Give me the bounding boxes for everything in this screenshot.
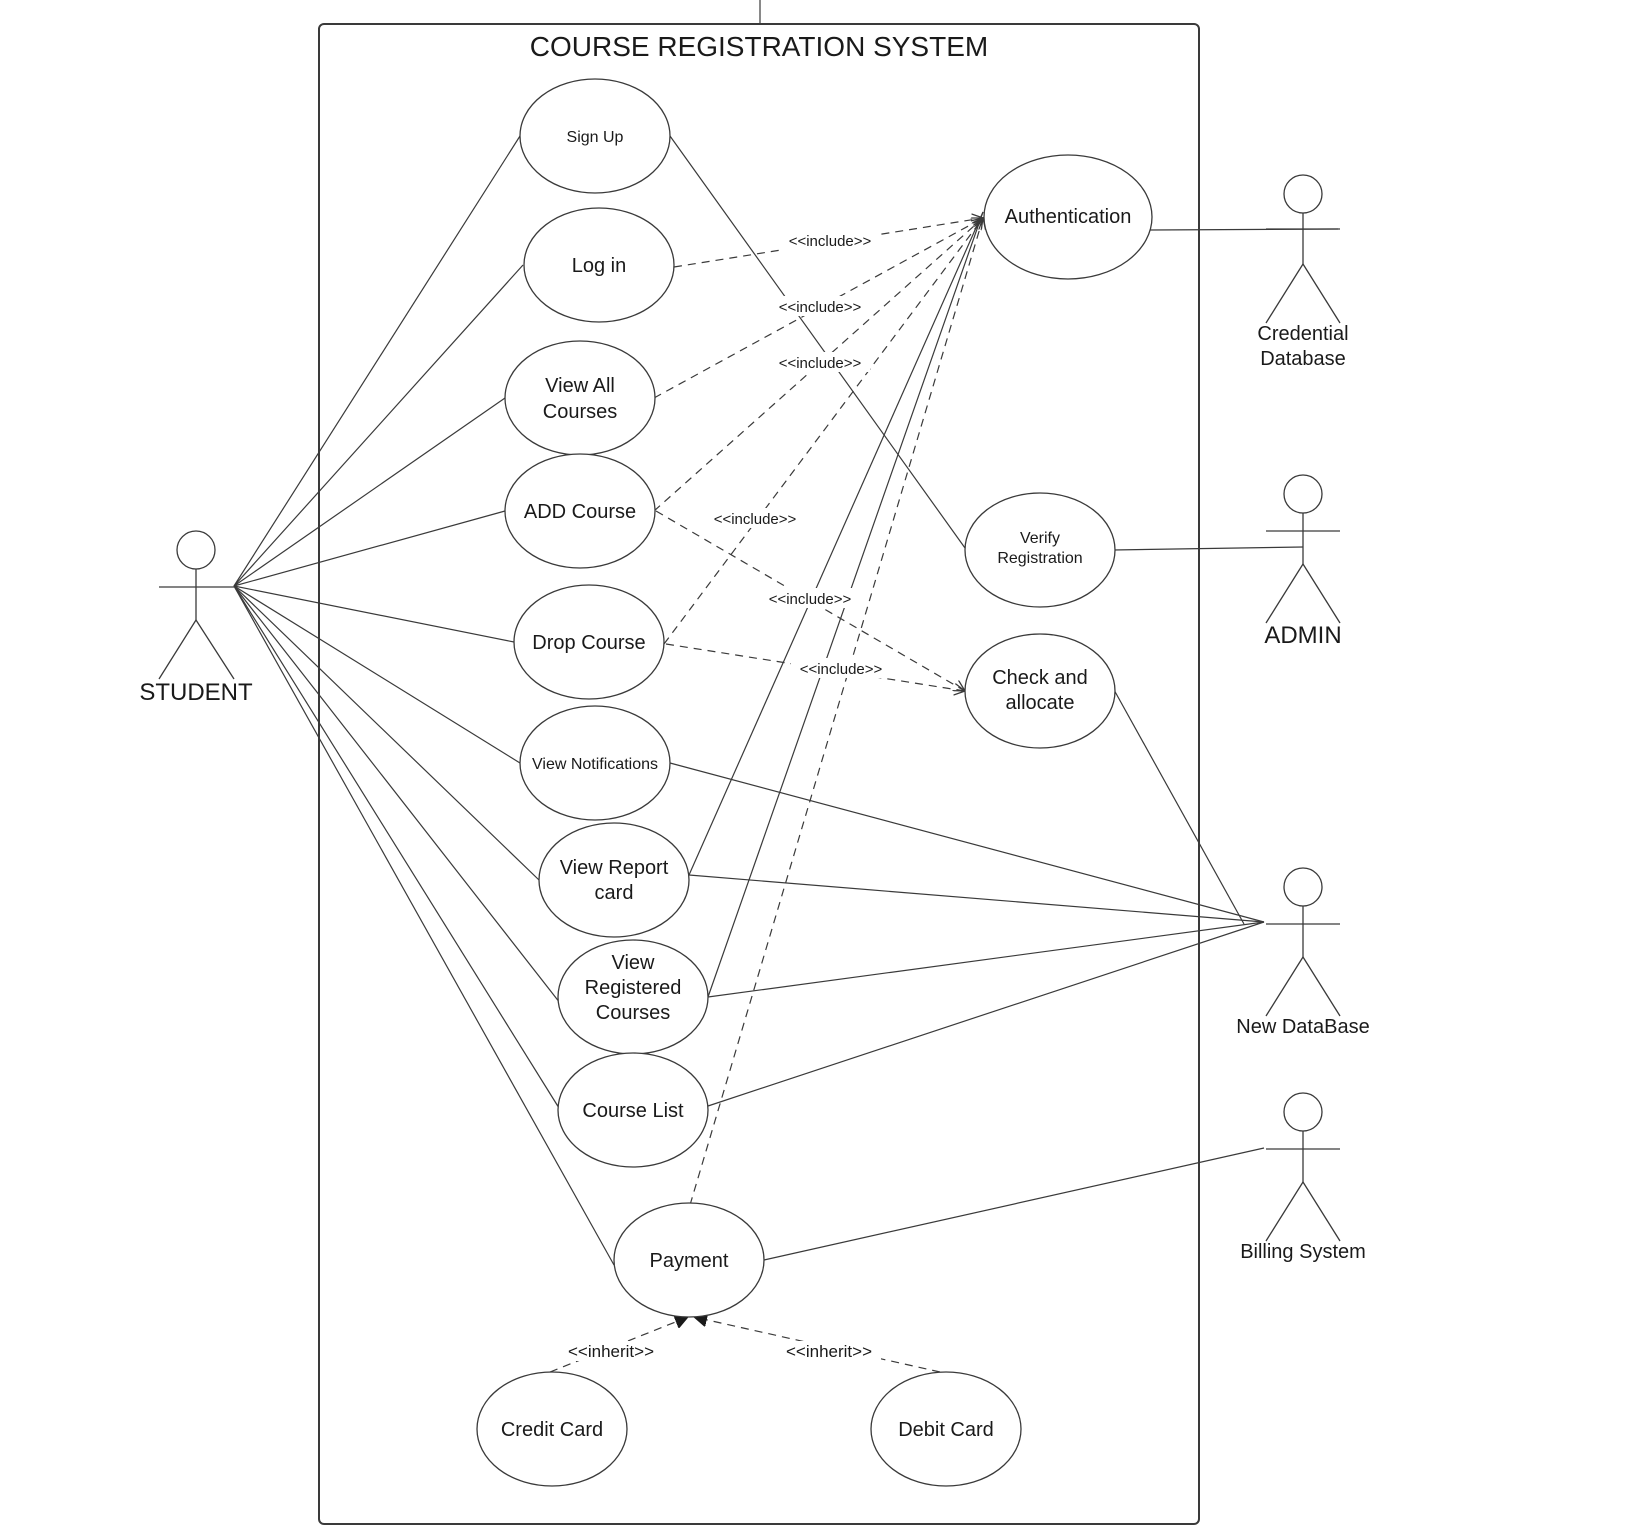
- actor-head: [1283, 474, 1323, 514]
- actor-label: STUDENT: [139, 679, 253, 706]
- actor-label: Billing System: [1240, 1241, 1366, 1263]
- use-case-label-line-2: card: [595, 882, 634, 904]
- inherit-label-debit-card: <<inherit>>: [786, 1342, 872, 1361]
- actor-student[interactable]: STUDENT: [139, 530, 253, 706]
- use-case-label: ADD Course: [524, 501, 636, 523]
- use-case-payment[interactable]: Payment: [613, 1202, 765, 1318]
- use-case-check-allocate[interactable]: Check and allocate: [964, 633, 1116, 749]
- actor-head: [1283, 174, 1323, 214]
- assoc-student-sign-up: [233, 135, 521, 587]
- assoc-view-registered-courses-new-db: [707, 921, 1265, 998]
- include-label-log-in: <<include>>: [789, 233, 872, 250]
- actor-head: [1283, 1092, 1323, 1132]
- actor-label: New DataBase: [1236, 1016, 1369, 1038]
- use-case-label-line-1: View: [612, 952, 656, 974]
- system-title: COURSE REGISTRATION SYSTEM: [530, 31, 988, 62]
- use-case-view-notifications[interactable]: View Notifications: [519, 705, 671, 821]
- use-case-label: Payment: [650, 1250, 729, 1272]
- use-case-add-course[interactable]: ADD Course: [504, 453, 656, 569]
- include-label-add-course: <<include>>: [779, 355, 862, 372]
- use-case-label: Log in: [572, 255, 627, 277]
- actor-head: [1283, 867, 1323, 907]
- use-case-drop-course[interactable]: Drop Course: [513, 584, 665, 700]
- stereotype-labels: <<include>> <<include>> <<include>> <<in…: [561, 230, 891, 1361]
- use-case-view-report-card[interactable]: View Report card: [538, 822, 690, 938]
- assoc-student-view-report-card: [233, 585, 540, 881]
- include-label-view-all-courses: <<include>>: [779, 299, 862, 316]
- use-case-label-line-2: allocate: [1006, 692, 1075, 714]
- use-case-label: Debit Card: [898, 1419, 994, 1441]
- use-case-label: Course List: [582, 1100, 684, 1122]
- use-case-log-in[interactable]: Log in: [523, 207, 675, 323]
- use-case-label-line-2: Registration: [997, 550, 1082, 567]
- actor-credential-database[interactable]: Credential Database: [1257, 174, 1349, 370]
- use-case-label: Drop Course: [532, 632, 645, 654]
- assoc-view-notifications-new-db: [669, 762, 1265, 923]
- assoc-student-add-course: [233, 510, 506, 587]
- use-case-label: Authentication: [1005, 206, 1132, 228]
- actor-label: ADMIN: [1264, 622, 1341, 649]
- use-case-course-list[interactable]: Course List: [557, 1052, 709, 1168]
- use-case-verify-registration[interactable]: Verify Registration: [964, 492, 1116, 608]
- use-case-view-registered-courses[interactable]: View Registered Courses: [557, 939, 709, 1055]
- assoc-student-course-list: [233, 585, 560, 1109]
- include-add-course-check-allocate: [655, 510, 965, 691]
- assoc-payment-billing-system: [763, 1147, 1265, 1261]
- assoc-student-log-in: [233, 264, 524, 587]
- use-case-label-line-3: Courses: [596, 1002, 670, 1024]
- student-associations: [233, 135, 615, 1266]
- include-add-course-authentication: [653, 218, 983, 512]
- assoc-student-drop-course: [233, 585, 515, 643]
- use-case-view-all-courses[interactable]: View All Courses: [504, 340, 656, 456]
- include-label-drop-course-check: <<include>>: [800, 661, 883, 678]
- actor-label-line-1: Credential: [1257, 323, 1348, 345]
- assoc-verify-registration-admin: [1112, 546, 1304, 551]
- assoc-student-view-registered-courses: [233, 585, 561, 1004]
- use-case-label: Credit Card: [501, 1419, 603, 1441]
- assoc-view-report-card-authentication: [688, 211, 984, 876]
- include-label-drop-course: <<include>>: [714, 511, 797, 528]
- assoc-student-view-all-courses: [233, 397, 506, 587]
- use-case-label-line-1: View Report: [560, 857, 669, 879]
- assoc-student-payment: [233, 585, 615, 1266]
- include-label-add-course-check: <<include>>: [769, 591, 852, 608]
- include-drop-course-authentication: [663, 218, 983, 645]
- actor-billing-system[interactable]: Billing System: [1240, 1092, 1366, 1263]
- use-case-label-line-2: Courses: [543, 401, 617, 423]
- use-case-label-line-2: Registered: [585, 977, 682, 999]
- include-payment-authentication: [689, 218, 983, 1206]
- system-boundary: [318, 23, 1200, 1525]
- include-drop-course-check-allocate: [665, 643, 965, 691]
- actor-label-line-2: Database: [1260, 348, 1346, 370]
- use-case-credit-card[interactable]: Credit Card: [476, 1371, 628, 1487]
- use-case-label-line-1: Check and: [992, 667, 1088, 689]
- assoc-sign-up-verify-registration: [669, 135, 966, 549]
- use-case-label: View Notifications: [532, 756, 658, 773]
- use-case-sign-up[interactable]: Sign Up: [519, 78, 671, 194]
- use-case-authentication[interactable]: Authentication: [983, 154, 1153, 280]
- assoc-view-report-card-new-db: [688, 874, 1265, 923]
- assoc-course-list-new-db: [707, 921, 1265, 1107]
- use-case-debit-card[interactable]: Debit Card: [870, 1371, 1022, 1487]
- assoc-student-view-notifications: [233, 585, 521, 764]
- actor-admin[interactable]: ADMIN: [1264, 474, 1342, 649]
- actor-new-database[interactable]: New DataBase: [1236, 867, 1370, 1038]
- actor-head: [176, 530, 216, 570]
- inherit-label-credit-card: <<inherit>>: [568, 1342, 654, 1361]
- use-case-label-line-1: View All: [545, 375, 615, 397]
- use-case-label: Sign Up: [567, 129, 624, 146]
- assoc-check-allocate-new-db: [1112, 687, 1245, 925]
- use-case-label-line-1: Verify: [1020, 530, 1060, 547]
